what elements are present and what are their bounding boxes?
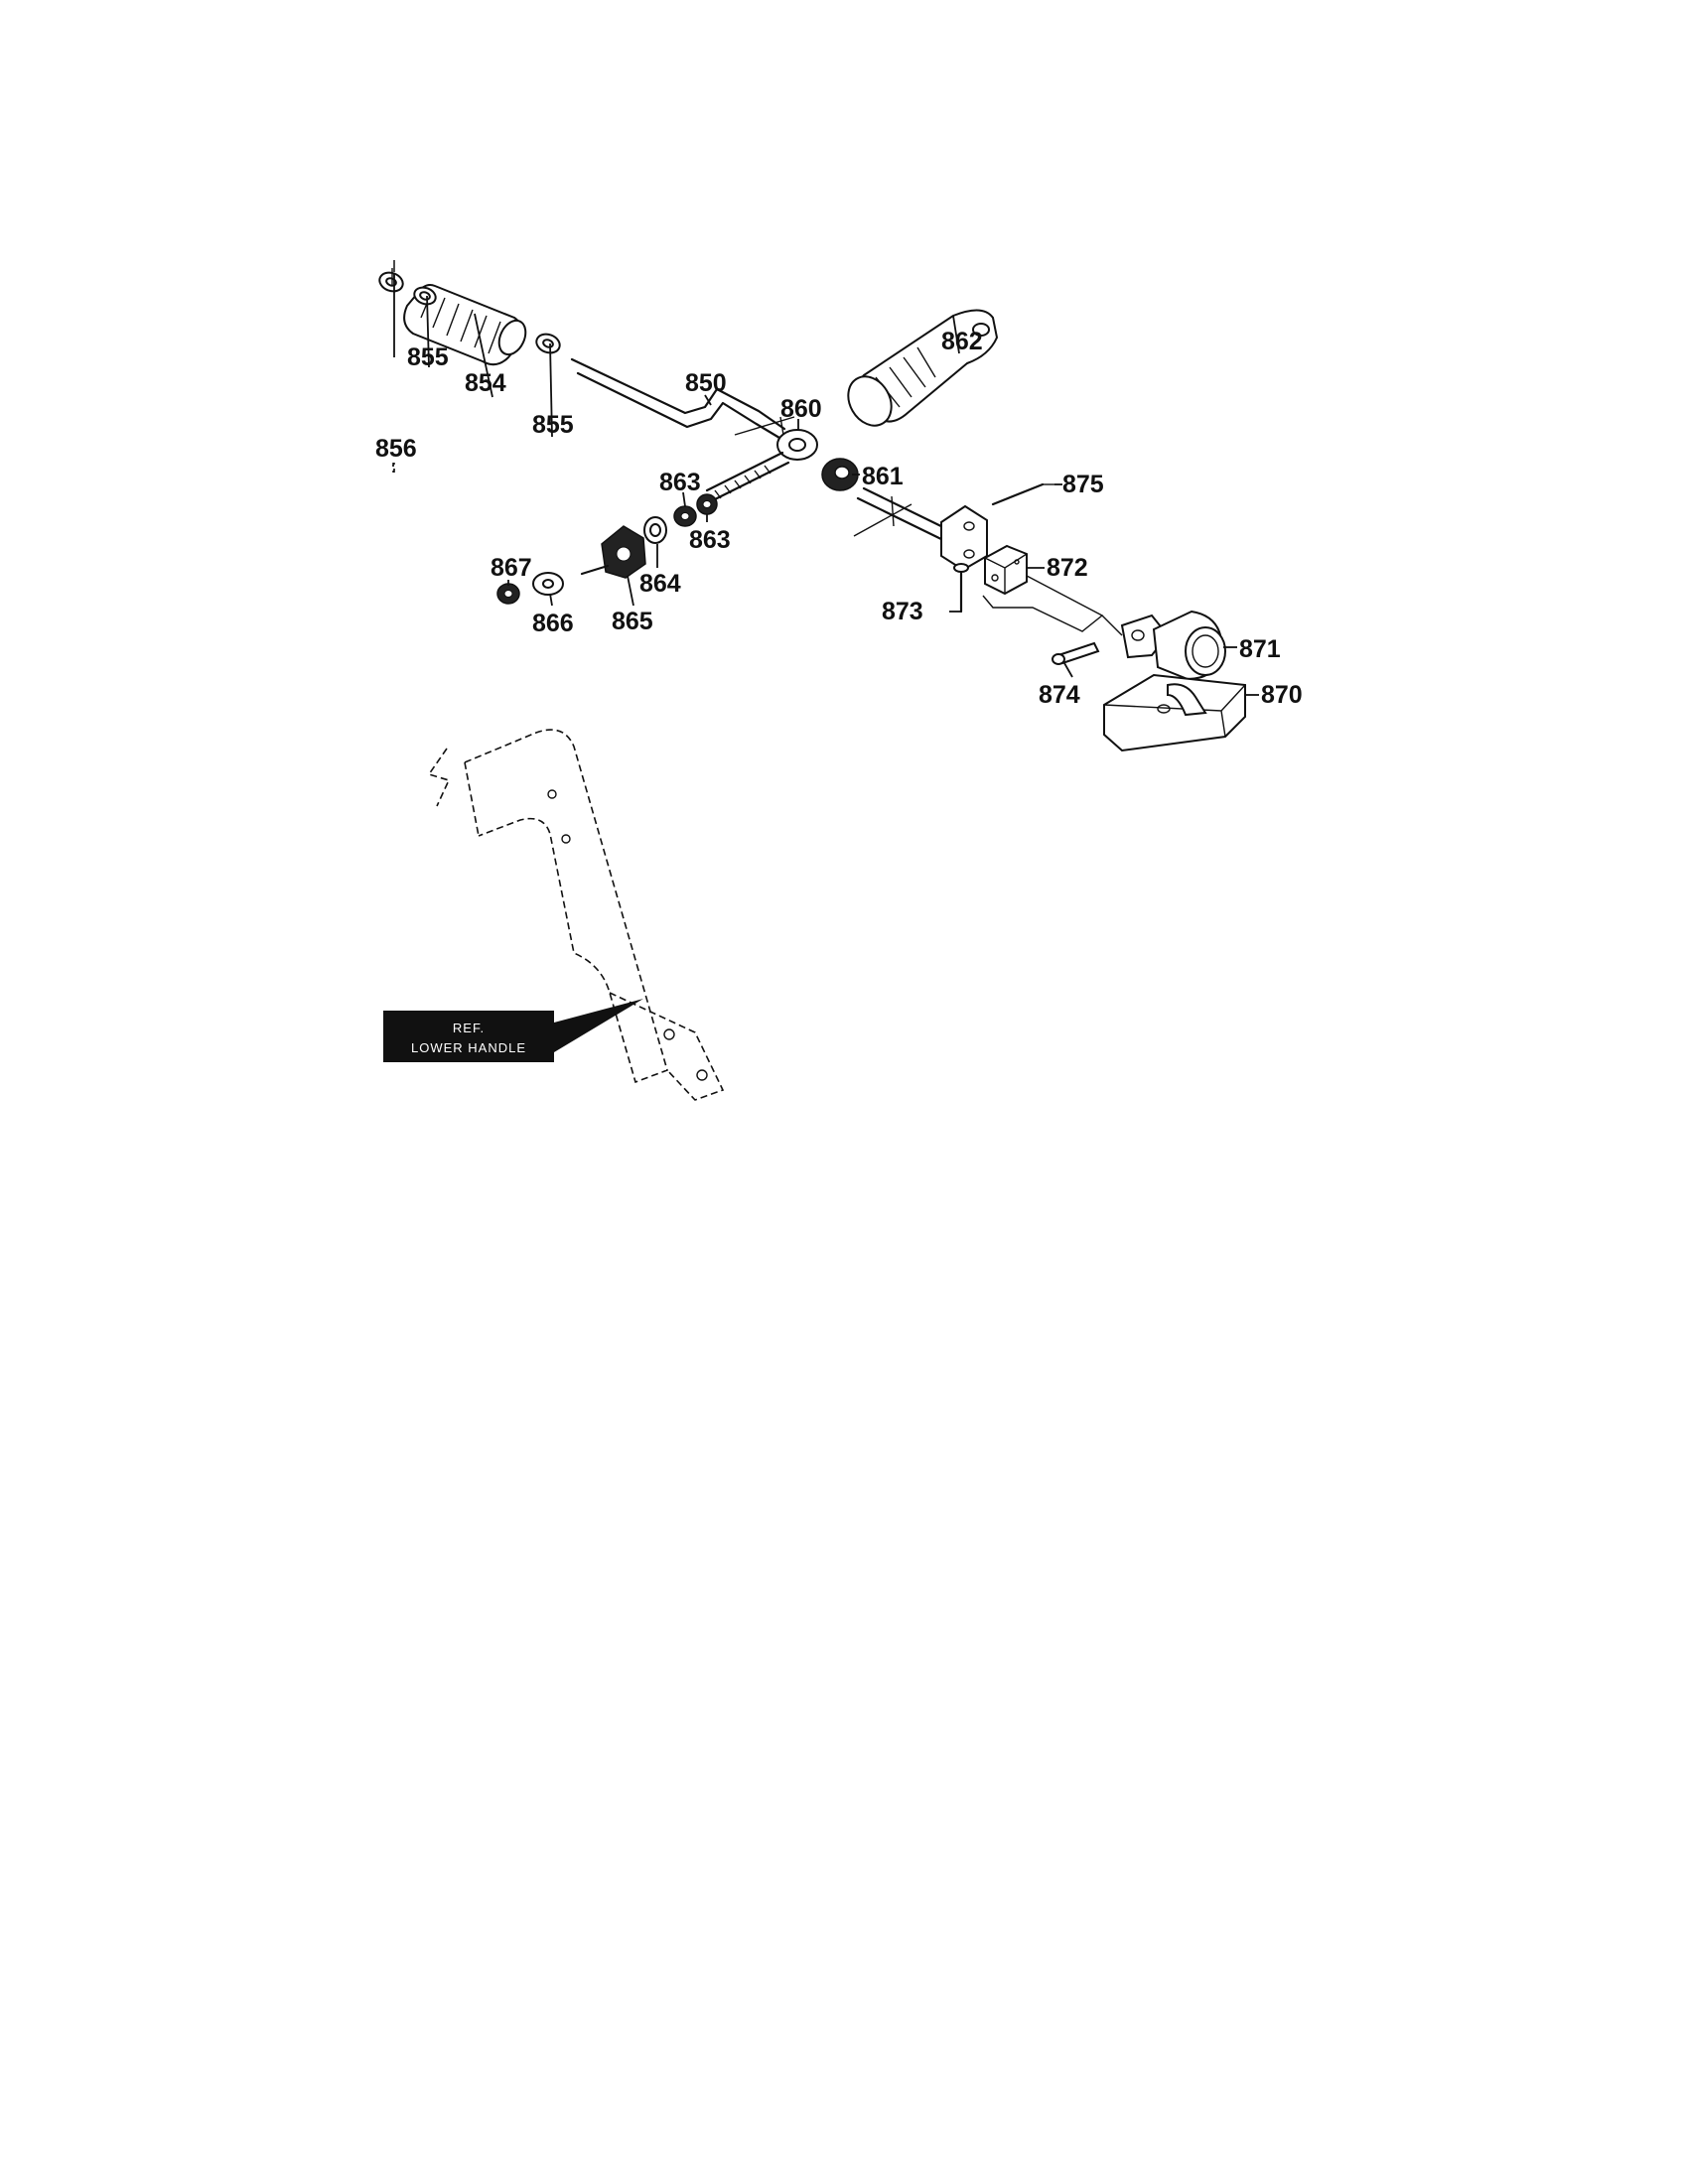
plv-855a <box>426 295 430 368</box>
label-863-lower: 863 <box>689 526 731 554</box>
screw-873 <box>953 563 969 614</box>
label-863-upper: 863 <box>659 469 701 496</box>
label-872: 872 <box>1047 554 1088 582</box>
label-860: 860 <box>780 395 822 423</box>
nut-863-lower <box>696 493 718 515</box>
plv-865 <box>627 575 634 607</box>
label-871: 871 <box>1239 635 1281 663</box>
nut-863-upper <box>673 505 697 527</box>
label-855-left: 855 <box>407 343 449 371</box>
ref-line-1: REF. <box>453 1021 485 1035</box>
lower-handle-outline <box>427 729 725 1101</box>
ref-line-2: LOWER HANDLE <box>411 1040 526 1055</box>
part-leader-lines-visible <box>393 274 1259 696</box>
part-callout-leader-lines <box>393 471 395 473</box>
grip-854 <box>403 284 527 366</box>
shaft-to-switch <box>853 486 955 544</box>
switch-871 <box>1120 610 1226 681</box>
label-856: 856 <box>375 435 417 463</box>
label-855-right: 855 <box>532 411 574 439</box>
label-867: 867 <box>491 554 532 582</box>
label-875: 875 <box>1062 471 1104 498</box>
clevis-bracket <box>940 504 988 572</box>
plv-862 <box>952 315 960 354</box>
label-861: 861 <box>862 463 904 490</box>
washer-866 <box>532 572 564 596</box>
bracket-865 <box>580 525 646 579</box>
label-866: 866 <box>532 610 574 637</box>
part-labels: 856 855 854 855 850 860 862 861 863 863 … <box>375 328 1303 709</box>
label-864: 864 <box>639 570 681 598</box>
spacer-861 <box>821 458 859 491</box>
plv-855b <box>549 342 553 438</box>
label-854: 854 <box>465 369 506 397</box>
label-874: 874 <box>1039 681 1080 709</box>
label-870: 870 <box>1261 681 1303 709</box>
washer-864 <box>643 516 667 544</box>
nut-867 <box>496 583 520 605</box>
plv-874 <box>1063 662 1073 678</box>
washer-855-right <box>535 333 561 354</box>
label-862: 862 <box>941 328 983 355</box>
block-872 <box>984 544 1028 596</box>
label-865: 865 <box>612 608 653 635</box>
label-873: 873 <box>882 598 923 625</box>
wire-harness <box>982 575 1123 636</box>
leader-lines <box>391 268 393 286</box>
plv-866 <box>549 593 553 607</box>
boot-862 <box>847 309 999 427</box>
pin-874 <box>1052 641 1100 665</box>
eye-bolt-860 <box>705 429 818 502</box>
washer-855-left <box>413 286 437 306</box>
plv-863a <box>682 491 686 507</box>
housing-870 <box>1103 673 1246 752</box>
plv-850 <box>704 394 712 406</box>
pin-875 <box>991 482 1054 506</box>
label-850: 850 <box>685 369 727 397</box>
shift-rod-850 <box>570 357 795 454</box>
plv-854 <box>474 313 493 398</box>
ref-lower-handle-box: REF. LOWER HANDLE <box>383 999 643 1062</box>
